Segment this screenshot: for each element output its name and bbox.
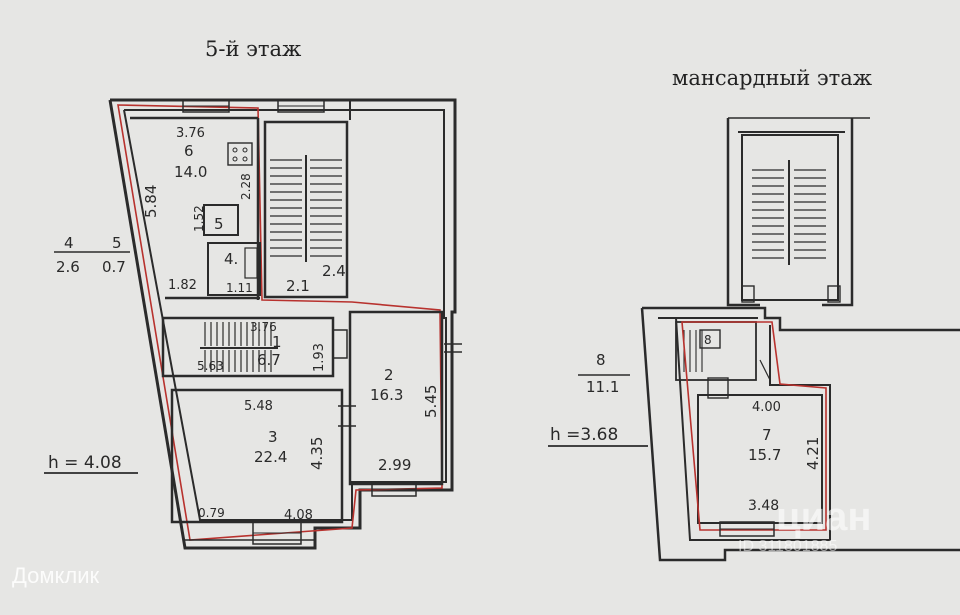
bathroom-room5 bbox=[203, 204, 239, 236]
room1-dim-bottom: 5.63 bbox=[197, 359, 224, 373]
room3-area: 22.4 bbox=[254, 448, 287, 466]
room6-num: 6 bbox=[184, 142, 194, 160]
room7-dim-top: 4.00 bbox=[752, 400, 781, 415]
mansard-stair-num: 8 bbox=[704, 333, 712, 347]
room2-area: 16.3 bbox=[370, 386, 403, 404]
watermarks: Домклик циан ID 311801885 bbox=[12, 495, 872, 588]
room4-dim: 1.11 bbox=[226, 281, 253, 295]
room2-dim-bottom: 2.99 bbox=[378, 456, 411, 474]
stair-steps-top bbox=[270, 155, 342, 262]
mansard-red-boundary bbox=[681, 321, 827, 531]
dim-21: 2.1 bbox=[286, 277, 310, 295]
dim-182: 1.82 bbox=[168, 278, 197, 293]
room8-area: 11.1 bbox=[586, 378, 619, 396]
floor5-inner-wall bbox=[123, 109, 447, 521]
room3-dim-side: 4.35 bbox=[308, 437, 326, 470]
room7-dim-side: 4.21 bbox=[804, 437, 822, 470]
mansard-title: мансардный этаж bbox=[672, 66, 873, 90]
floor5-plan bbox=[44, 98, 462, 550]
stove bbox=[227, 142, 253, 166]
dim-24: 2.4 bbox=[322, 262, 346, 280]
listing-id-watermark: ID 311801885 bbox=[738, 538, 837, 555]
room3-num: 3 bbox=[268, 428, 278, 446]
mansard-outer-wall bbox=[640, 306, 960, 562]
floor5-height: h = 4.08 bbox=[48, 453, 122, 473]
room1-dim-side: 1.93 bbox=[312, 343, 327, 372]
wc-room4 bbox=[207, 242, 261, 296]
room7-walls bbox=[697, 394, 823, 524]
stairwell-top bbox=[263, 120, 349, 299]
room5-num: 5 bbox=[214, 215, 224, 233]
room2-walls bbox=[348, 310, 444, 486]
room6-dim-top: 3.76 bbox=[176, 126, 205, 141]
floor5-red-boundary bbox=[117, 104, 443, 541]
room2-dim-side: 5.45 bbox=[422, 385, 440, 418]
unit5-area: 0.7 bbox=[102, 258, 126, 276]
unit5-num: 5 bbox=[112, 234, 122, 252]
room1-num: 1 bbox=[272, 333, 282, 351]
room2-num: 2 bbox=[384, 366, 394, 384]
room7-area: 15.7 bbox=[748, 446, 781, 464]
room4-num: 4. bbox=[224, 250, 238, 268]
room7-num: 7 bbox=[762, 426, 772, 444]
cian-watermark: циан bbox=[776, 495, 872, 539]
room1-dim-top: 3.76 bbox=[250, 320, 277, 334]
mansard-plan bbox=[548, 117, 960, 562]
room1-area: 6.7 bbox=[257, 351, 281, 369]
mansard-stairwell bbox=[741, 134, 839, 301]
mansard-stair-steps bbox=[752, 160, 826, 265]
mansard-small-stair bbox=[675, 321, 757, 381]
room3-dim-top: 5.48 bbox=[244, 399, 273, 414]
mansard-inner-wall bbox=[658, 317, 831, 541]
room6-area: 14.0 bbox=[174, 163, 207, 181]
room6-dim-small: 2.28 bbox=[239, 173, 253, 200]
unit4-num: 4 bbox=[64, 234, 74, 252]
stair-steps-middle bbox=[200, 322, 278, 372]
room7-dim-bottom: 3.48 bbox=[748, 498, 779, 514]
mansard-height: h =3.68 bbox=[550, 425, 618, 445]
mansard-stair-walls bbox=[726, 118, 854, 307]
room3-dim-bottom: 4.08 bbox=[284, 508, 313, 523]
room5-dim: 1.52 bbox=[192, 205, 206, 232]
floor5-title: 5-й этаж bbox=[205, 37, 302, 61]
room6-dim-left: 5.84 bbox=[142, 185, 160, 218]
unit4-area: 2.6 bbox=[56, 258, 80, 276]
room3-dim-corner: 0.79 bbox=[198, 506, 225, 520]
domclick-watermark: Домклик bbox=[12, 563, 100, 588]
room8-num: 8 bbox=[596, 351, 606, 369]
